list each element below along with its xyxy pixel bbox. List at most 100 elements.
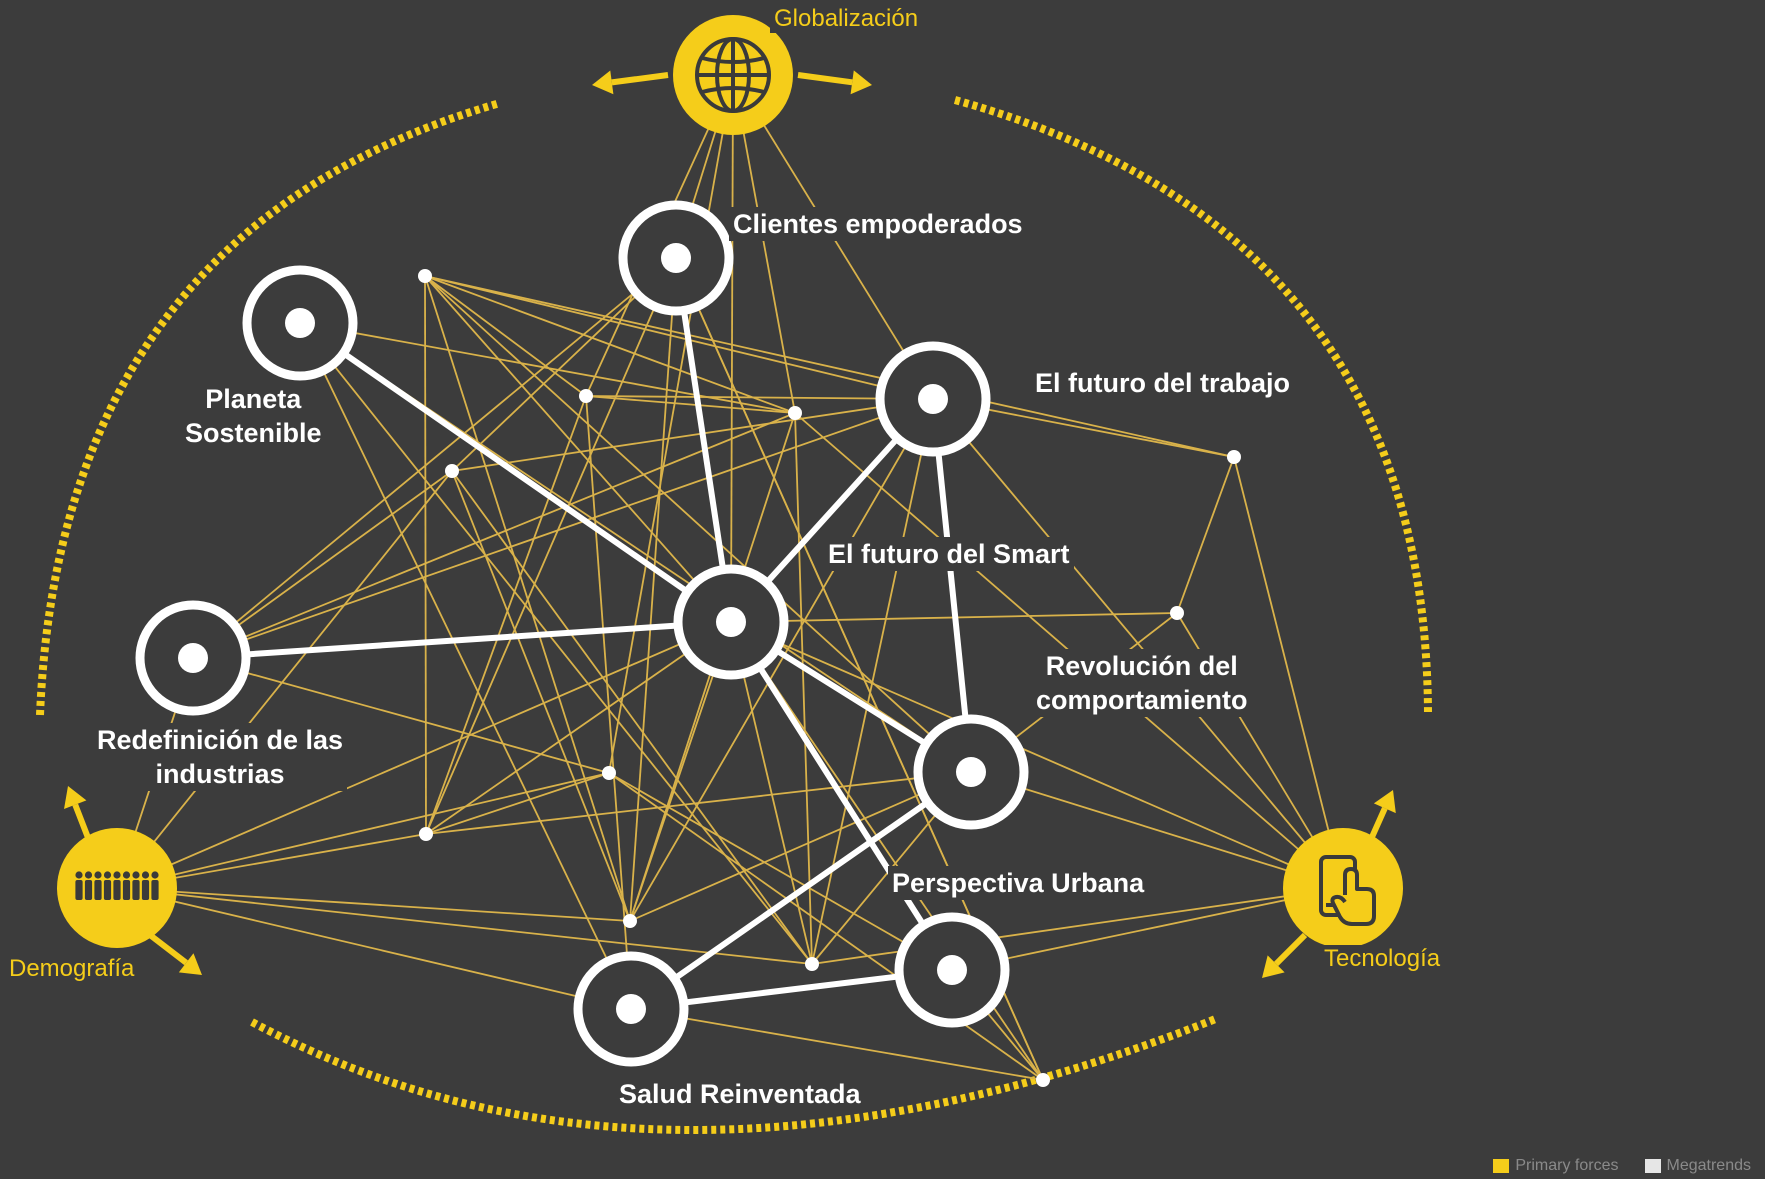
revolucion-comportamiento-node (913, 714, 1029, 830)
legend: Primary forces Megatrends (1493, 1157, 1751, 1175)
connector-line (299, 322, 632, 1010)
perspectiva-urbana-node (894, 912, 1010, 1028)
person-body (84, 880, 93, 900)
connector-line (629, 771, 972, 922)
demografia-label: Demografía (5, 955, 139, 983)
planeta-sostenible-node (242, 265, 358, 381)
connector-dot (602, 766, 616, 780)
connector-dot (418, 269, 432, 283)
connector-dot (1227, 450, 1241, 464)
connector-line (1233, 456, 1344, 889)
arrow-head (1262, 955, 1285, 978)
connector-dot (623, 914, 637, 928)
globalizacion-node (673, 15, 793, 135)
arrow-head (178, 953, 202, 975)
globalizacion-arrow-left (592, 70, 669, 95)
tecnologia-label: Tecnología (1320, 945, 1445, 973)
connector-line (192, 257, 677, 659)
globe-icon (695, 37, 771, 113)
connector-line (116, 621, 732, 889)
outer-arc-top-right (953, 96, 1432, 713)
planeta-sostenible-label: Planeta Sostenible (181, 382, 326, 450)
node-core (937, 955, 967, 985)
person-head (94, 871, 102, 879)
person-head (151, 871, 159, 879)
person-head (75, 871, 83, 879)
connector-line (608, 772, 1044, 1081)
person-head (113, 871, 121, 879)
futuro-trabajo-node (875, 341, 991, 457)
revolucion-comportamiento-line1: Revolución del (1045, 651, 1238, 681)
connector-line (424, 275, 796, 414)
futuro-smart-label: El futuro del Smart (824, 537, 1074, 571)
salud-reinventada-node (573, 951, 689, 1067)
connector-dot (579, 389, 593, 403)
person-body (113, 880, 121, 900)
node-core (661, 243, 691, 273)
connector-dot (1170, 606, 1184, 620)
legend-primary-swatch (1493, 1159, 1510, 1173)
connector-line (299, 322, 796, 414)
planeta-sostenible-line1: Planeta (205, 384, 302, 414)
legend-megatrends-label: Megatrends (1666, 1157, 1752, 1174)
person-body (103, 880, 112, 900)
node-core (178, 643, 208, 673)
person-body (151, 880, 159, 900)
connector-line (730, 74, 734, 623)
connector-dot (1036, 1073, 1050, 1087)
connector-line (192, 657, 610, 774)
connector-line (425, 395, 587, 835)
person-body (141, 880, 150, 900)
connector-line (451, 470, 813, 965)
arrow-shaft (148, 932, 188, 966)
megatrend-link (673, 255, 734, 625)
futuro-trabajo-label: El futuro del trabajo (1031, 366, 1295, 400)
connector-dot (419, 827, 433, 841)
connector-line (629, 257, 677, 922)
person-head (141, 871, 150, 879)
connector-dot (445, 464, 459, 478)
connector-line (424, 275, 1235, 458)
redefinicion-industrias-label: Redefinición de las industrias (93, 723, 348, 791)
legend-primary-forces: Primary forces (1493, 1157, 1619, 1175)
person-head (122, 871, 131, 879)
clientes-empoderados-label: Clientes empoderados (729, 207, 1027, 241)
connector-line (299, 322, 813, 965)
arrow-shaft (797, 72, 853, 86)
globalizacion-label: Globalización (770, 5, 923, 33)
arrow-shaft (1274, 932, 1308, 966)
legend-primary-label: Primary forces (1515, 1157, 1619, 1174)
connector-line (451, 470, 631, 922)
connector-line (608, 74, 734, 774)
connector-line (424, 275, 934, 400)
revolucion-comportamiento-line2: comportamiento (1036, 685, 1248, 715)
megatrend-nodes (135, 200, 1029, 1067)
redefinicion-industrias-line1: Redefinición de las (97, 725, 344, 755)
connector-line (425, 621, 732, 835)
connector-dot (788, 406, 802, 420)
connector-line (116, 887, 632, 1010)
connector-line (730, 621, 1344, 889)
force-arrows (64, 70, 1396, 978)
connector-line (424, 275, 587, 397)
connector-line (425, 257, 677, 835)
outer-arc-bottom (250, 1014, 1220, 1134)
demografia-arrow-down (148, 932, 202, 975)
person-head (103, 871, 112, 879)
connector-line (951, 887, 1344, 971)
person-body (132, 880, 140, 900)
node-core (716, 607, 746, 637)
connector-line (585, 395, 796, 414)
globalizacion-arrow-right (797, 70, 872, 95)
outer-arc-ring (36, 96, 1432, 1134)
connector-dot (805, 957, 819, 971)
legend-megatrends: Megatrends (1644, 1157, 1752, 1175)
person-head (84, 871, 93, 879)
person-body (94, 880, 102, 900)
megatrend-link (728, 619, 955, 973)
planeta-sostenible-line2: Sostenible (185, 418, 322, 448)
demografia-node (57, 828, 177, 948)
touch-phone-icon (1319, 855, 1376, 926)
node-core (285, 308, 315, 338)
